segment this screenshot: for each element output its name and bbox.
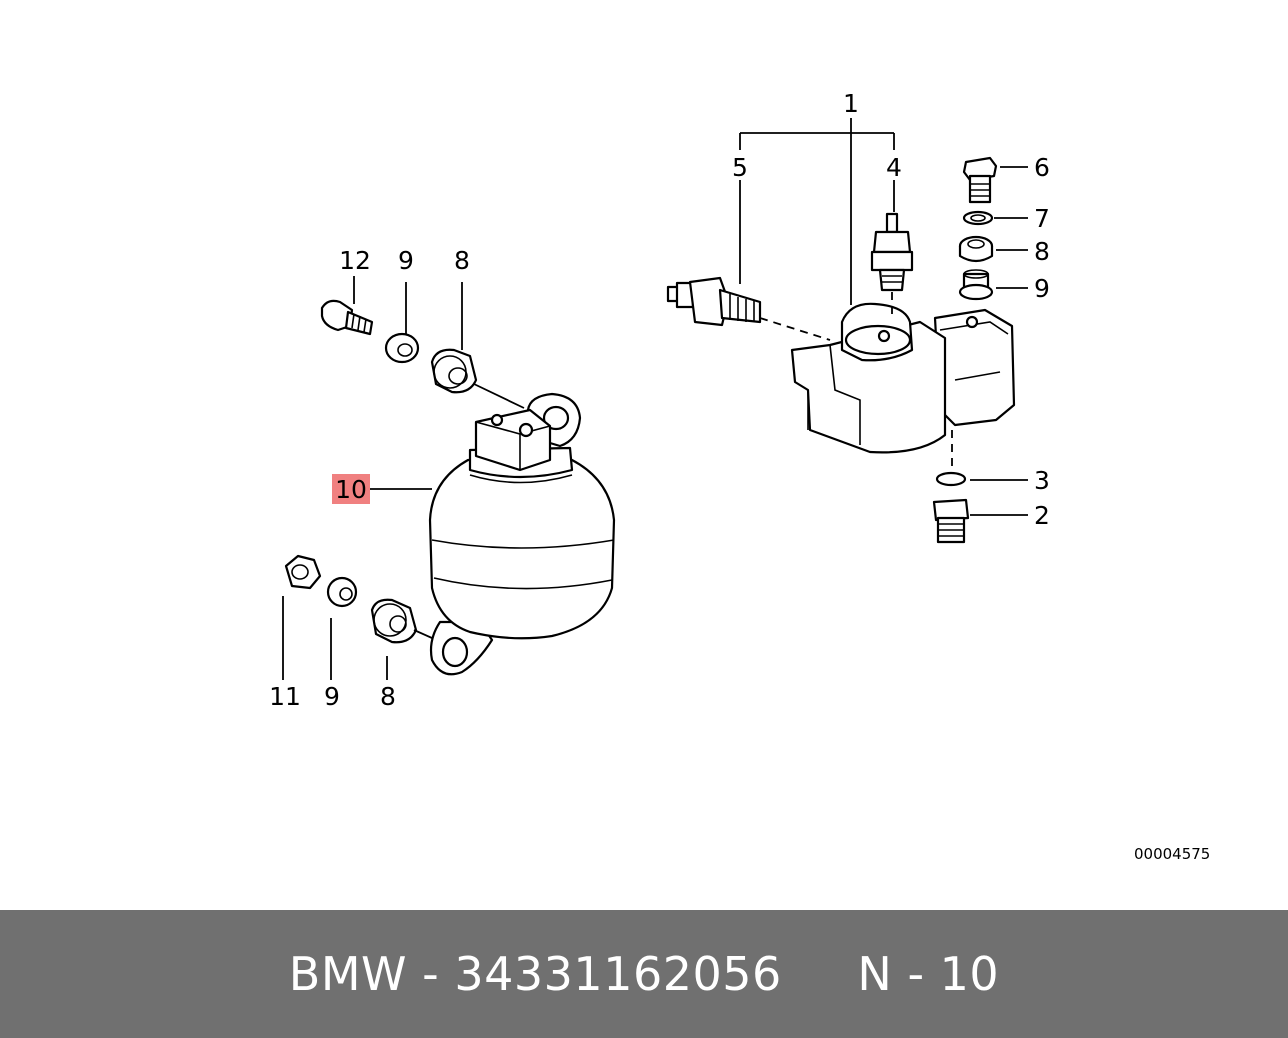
callout-9-bottom: 9 <box>324 682 340 711</box>
callout-12: 12 <box>339 246 371 275</box>
callout-3: 3 <box>1034 466 1050 495</box>
rubber-washer-bottom <box>326 576 358 608</box>
part-number-caption: BMW - 34331162056 N - 10 <box>288 947 1000 1001</box>
plug-and-oring <box>932 430 970 544</box>
callout-8-right: 8 <box>1034 237 1050 266</box>
callout-11: 11 <box>269 682 301 711</box>
pressure-accumulator <box>428 392 616 676</box>
rubber-washer-top <box>384 332 420 364</box>
callout-1: 1 <box>843 89 859 118</box>
footer-bar: BMW - 34331162056 N - 10 <box>0 910 1288 1038</box>
callout-9-top: 9 <box>398 246 414 275</box>
leader-lines <box>282 118 1028 680</box>
parts-diagram: 1 5 4 6 7 8 9 3 2 12 9 8 10 11 9 8 <box>269 89 1050 711</box>
bushing-bottom <box>370 598 433 644</box>
hex-nut <box>284 554 322 590</box>
hollow-bolt-stack <box>958 156 998 301</box>
highlight-box <box>332 474 370 504</box>
pressure-switch <box>666 276 831 341</box>
callout-5: 5 <box>732 153 748 182</box>
callout-7: 7 <box>1034 204 1050 233</box>
callout-6: 6 <box>1034 153 1050 182</box>
temperature-sensor <box>870 212 914 320</box>
callout-4: 4 <box>886 153 902 182</box>
bushing-top <box>430 348 525 409</box>
callout-8-top: 8 <box>454 246 470 275</box>
callout-2: 2 <box>1034 501 1050 530</box>
drawing-number: 00004575 <box>1134 845 1211 863</box>
callout-10: 10 <box>335 475 367 504</box>
callout-9-right: 9 <box>1034 274 1050 303</box>
mounting-bolt <box>320 299 374 336</box>
callout-8-bottom: 8 <box>380 682 396 711</box>
regulator-housing <box>790 302 1016 454</box>
